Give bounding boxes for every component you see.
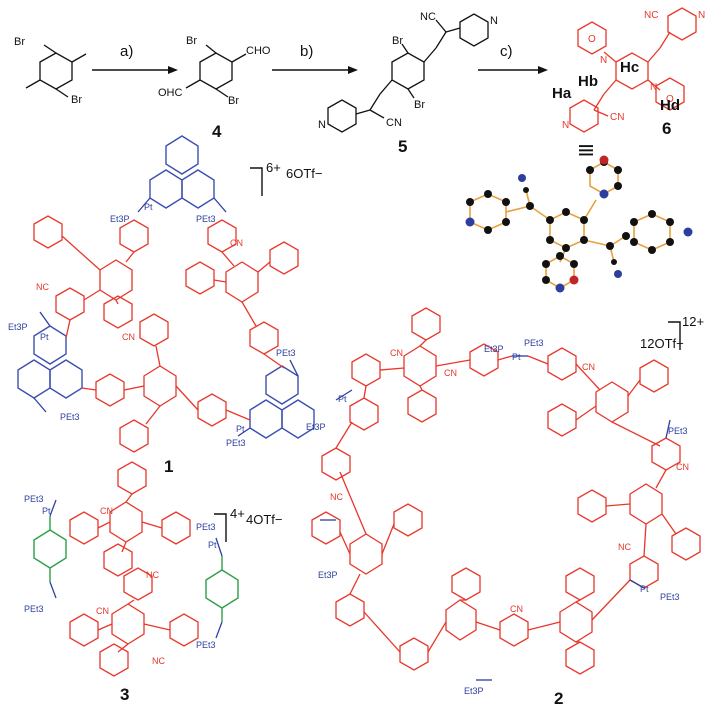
atom-br: Br	[186, 35, 197, 47]
atom-pt: Pt	[40, 332, 49, 342]
compound-1-structure	[17, 135, 315, 453]
atom-et3p: Et3P	[110, 214, 130, 224]
atom-cn: CN	[96, 606, 109, 616]
atom-et3p: Et3P	[8, 322, 28, 332]
compound-1-charge: 6+	[266, 160, 281, 175]
compound-4-structure	[185, 44, 247, 98]
compound-2-counterion: 12OTf−	[640, 336, 684, 351]
atom-et3p: Et3P	[464, 686, 484, 696]
step-b-label: b)	[300, 43, 313, 60]
atom-br: Br	[414, 99, 425, 111]
atom-cn: CN	[390, 348, 403, 358]
atom-n: N	[318, 119, 326, 131]
atom-cn: CN	[444, 368, 457, 378]
compound-1-counterion: 6OTf−	[286, 166, 323, 181]
atom-pt: Pt	[42, 506, 51, 516]
compound-3-structure	[33, 461, 239, 677]
atom-nc: NC	[618, 542, 631, 552]
atom-cn: CN	[230, 238, 243, 248]
atom-n: N	[600, 55, 607, 66]
atom-n: N	[650, 82, 657, 93]
compound-5-label: 5	[398, 137, 407, 156]
atom-o: O	[666, 94, 674, 105]
atom-pt: Pt	[512, 352, 521, 362]
atom-n: N	[562, 120, 569, 131]
compound-1-label: 1	[164, 457, 173, 476]
compound-6-structure	[569, 7, 697, 133]
step-a-label: a)	[120, 43, 133, 60]
compound-2-pt-units	[320, 355, 671, 681]
atom-pet3: PEt3	[60, 412, 80, 422]
atom-pt: Pt	[144, 202, 153, 212]
atom-cn: CN	[100, 506, 113, 516]
atom-pt: Pt	[640, 584, 649, 594]
atom-et3p: Et3P	[484, 344, 504, 354]
atom-nc: NC	[36, 282, 49, 292]
atom-cn: CN	[676, 462, 689, 472]
atom-nc: NC	[644, 10, 658, 21]
h-label-c: Hc	[620, 59, 639, 76]
h-label-d: Hd	[660, 97, 680, 114]
compound-3-label: 3	[120, 685, 129, 704]
compound-3-bracket	[214, 513, 227, 542]
atom-pt: Pt	[338, 394, 347, 404]
atom-br: Br	[392, 35, 403, 47]
atom-pet3: PEt3	[196, 522, 216, 532]
compound-4-label: 4	[212, 122, 222, 141]
atom-pet3: PEt3	[196, 640, 216, 650]
atom-et3p: Et3P	[318, 570, 338, 580]
atom-ohc: OHC	[158, 87, 183, 99]
crystal-structure	[465, 155, 693, 293]
atom-pt: Pt	[208, 540, 217, 550]
compound-2-charge: 12+	[682, 314, 704, 329]
h-label-b: Hb	[578, 73, 598, 90]
atom-pet3: PEt3	[668, 426, 688, 436]
starting-material	[25, 44, 87, 98]
h-label-a: Ha	[552, 85, 572, 102]
compound-2-structure	[311, 307, 701, 675]
compound-3-counterion: 4OTf−	[246, 512, 283, 527]
equivalence-sign: |||	[578, 144, 595, 157]
atom-cn: CN	[610, 112, 624, 123]
atom-o: O	[588, 34, 596, 45]
atom-nc: NC	[152, 656, 165, 666]
atom-nc: NC	[330, 492, 343, 502]
reaction-arrow-c	[478, 66, 548, 74]
atom-nc: NC	[420, 11, 436, 23]
compound-6-label: 6	[662, 119, 671, 138]
atom-pet3: PEt3	[24, 494, 44, 504]
compound-2-label: 2	[554, 689, 563, 708]
atom-pet3: PEt3	[24, 604, 44, 614]
atom-cn: CN	[386, 117, 402, 129]
step-c-label: c)	[500, 43, 513, 60]
reaction-arrow-b	[272, 66, 358, 74]
compound-3-charge: 4+	[230, 506, 245, 521]
atom-cn: CN	[582, 362, 595, 372]
atom-nc: NC	[146, 570, 159, 580]
atom-pet3: PEt3	[276, 348, 296, 358]
atom-cn: CN	[122, 332, 135, 342]
atom-pet3: PEt3	[196, 214, 216, 224]
atom-pt: Pt	[236, 424, 245, 434]
atom-br: Br	[14, 36, 25, 48]
compound-5-structure	[327, 13, 489, 133]
atom-pet3: PEt3	[226, 438, 246, 448]
atom-n: N	[698, 10, 705, 21]
compound-2-bracket	[668, 321, 681, 350]
atom-cn: CN	[510, 604, 523, 614]
atom-et3p: Et3P	[306, 422, 326, 432]
atom-br: Br	[71, 94, 82, 106]
atom-cho: CHO	[246, 45, 271, 57]
atom-br: Br	[228, 95, 239, 107]
compound-1-bracket	[250, 167, 263, 196]
atom-pet3: PEt3	[524, 338, 544, 348]
reaction-arrow-a	[92, 66, 178, 74]
atom-pet3: PEt3	[660, 592, 680, 602]
atom-n: N	[490, 15, 498, 27]
